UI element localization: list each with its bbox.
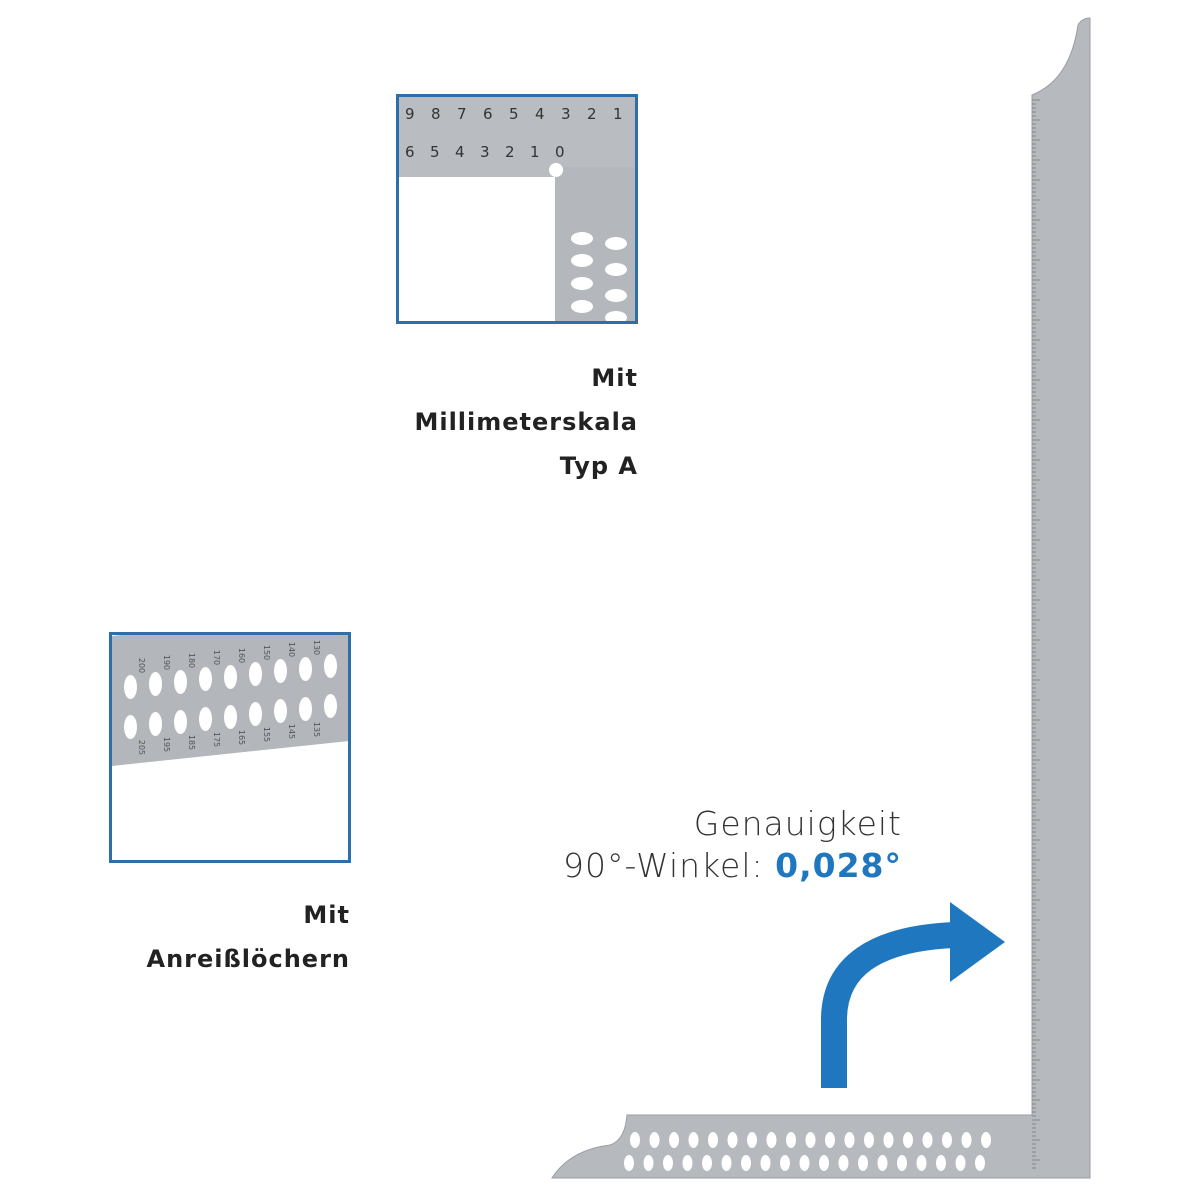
scribing-hole <box>624 1155 634 1171</box>
scribing-hole <box>922 1132 933 1148</box>
scribing-hole <box>630 1132 640 1148</box>
scribing-hole <box>825 1132 835 1148</box>
scale-number: 0 <box>555 143 565 161</box>
scribing-hole <box>669 1132 679 1148</box>
scribing-hole <box>961 1132 972 1148</box>
ruler-top <box>399 97 635 177</box>
feature-caption-holes: Mit Anreißlöchern <box>60 893 350 981</box>
feature-caption-millimeter: Mit Millimeterskala Typ A <box>340 356 638 488</box>
curved-arrow-icon <box>821 902 1005 1088</box>
scribing-hole <box>897 1155 907 1171</box>
scribing-hole <box>124 715 137 739</box>
scale-number: 8 <box>431 105 441 123</box>
scribing-hole <box>299 656 312 681</box>
angle-value: 0,028° <box>775 846 902 885</box>
scribing-hole <box>274 699 287 724</box>
scale-number: 4 <box>455 143 465 161</box>
scribing-hole <box>224 704 237 729</box>
scribing-hole <box>903 1132 913 1148</box>
scribing-hole <box>819 1155 829 1171</box>
scribing-hole <box>786 1132 796 1148</box>
scribing-hole <box>274 659 287 684</box>
scribing-hole <box>858 1155 868 1171</box>
scribing-hole <box>942 1132 952 1148</box>
scribing-hole <box>663 1155 673 1171</box>
scribing-hole <box>649 1132 660 1148</box>
scribing-hole <box>149 672 162 697</box>
accuracy-title: Genauigkeit <box>693 804 902 843</box>
scribing-hole <box>702 1155 712 1171</box>
scribing-hole <box>883 1132 894 1148</box>
scale-number: 3 <box>480 143 490 161</box>
scale-number: 6 <box>483 105 493 123</box>
caption-line: Millimeterskala <box>414 408 638 436</box>
scribing-hole <box>877 1155 888 1171</box>
scale-number: 3 <box>561 105 571 123</box>
scribing-hole <box>149 712 162 737</box>
scribing-hole <box>249 702 262 726</box>
scale-number: 6 <box>405 143 415 161</box>
scribing-hole <box>199 667 212 692</box>
scribing-hole <box>324 694 337 719</box>
scale-number: 1 <box>613 105 623 123</box>
corner-notch <box>549 163 563 177</box>
caption-line: Anreißlöchern <box>146 945 350 973</box>
scale-number: 2 <box>587 105 597 123</box>
scribing-hole <box>766 1132 777 1148</box>
scribing-hole <box>727 1132 738 1148</box>
scribing-hole <box>805 1132 816 1148</box>
scribing-hole <box>741 1155 751 1171</box>
scribing-hole <box>975 1155 985 1171</box>
scale-number: 5 <box>430 143 440 161</box>
scribing-hole <box>174 669 187 694</box>
scribing-hole <box>688 1132 699 1148</box>
scribing-hole <box>721 1155 732 1171</box>
scribing-hole <box>682 1155 693 1171</box>
scribing-hole <box>838 1155 849 1171</box>
scribing-hole <box>643 1155 654 1171</box>
scribing-hole <box>224 664 237 689</box>
caption-line: Mit <box>591 364 638 392</box>
scribing-hole <box>708 1132 718 1148</box>
scribing-hole <box>124 675 137 699</box>
scale-number: 9 <box>405 105 415 123</box>
scribing-hole <box>981 1132 991 1148</box>
scale-number: 7 <box>457 105 467 123</box>
scribing-hole <box>936 1155 946 1171</box>
scribing-hole <box>955 1155 966 1171</box>
scribing-hole <box>799 1155 810 1171</box>
scribing-hole <box>747 1132 757 1148</box>
scale-number: 2 <box>505 143 515 161</box>
caption-line: Typ A <box>559 452 638 480</box>
scribing-hole <box>760 1155 771 1171</box>
accuracy-label: Genauigkeit 90°-Winkel: 0,028° <box>563 803 902 887</box>
caption-line: Mit <box>303 901 350 929</box>
scribing-hole <box>299 696 312 721</box>
angle-label: 90°-Winkel: <box>563 846 764 885</box>
scale-number: 5 <box>509 105 519 123</box>
scribing-hole <box>780 1155 790 1171</box>
scribing-hole <box>844 1132 855 1148</box>
scale-number: 1 <box>530 143 540 161</box>
scribing-hole <box>324 654 337 679</box>
scale-number: 4 <box>535 105 545 123</box>
scribing-hole <box>174 709 187 734</box>
scribing-hole <box>249 662 262 686</box>
scribing-hole <box>199 707 212 732</box>
scribing-hole <box>916 1155 927 1171</box>
scribing-hole <box>864 1132 874 1148</box>
